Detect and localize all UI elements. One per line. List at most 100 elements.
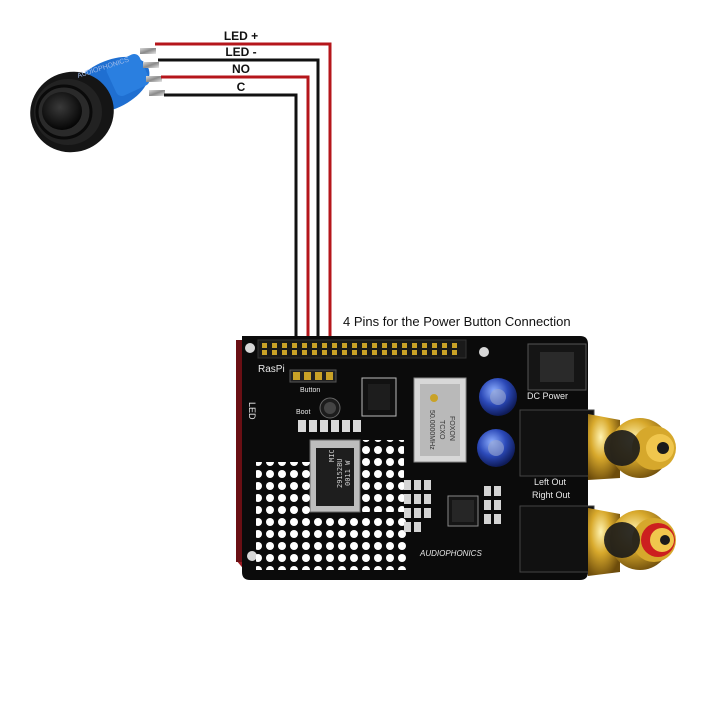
- gpio-pin: [292, 343, 297, 348]
- gpio-pin: [372, 343, 377, 348]
- silk-raspi: RasPi: [258, 364, 285, 375]
- gpio-pin: [422, 343, 427, 348]
- perforated-area-mid: [360, 440, 404, 512]
- smd-component: [424, 508, 431, 518]
- gpio-pin: [432, 350, 437, 355]
- perforated-area-left: [256, 462, 310, 570]
- gpio-pin: [302, 343, 307, 348]
- silk-right-out: Right Out: [532, 490, 571, 500]
- gpio-pin: [302, 350, 307, 355]
- smd-component: [404, 494, 411, 504]
- smd-cluster: [404, 480, 501, 532]
- wire-group: [155, 42, 332, 372]
- silk-left-out: Left Out: [534, 477, 567, 487]
- gpio-pins: [262, 343, 457, 355]
- gpio-pin: [402, 343, 407, 348]
- terminal-tab-3: [146, 76, 162, 82]
- gpio-pin: [452, 343, 457, 348]
- smd-component: [404, 522, 411, 532]
- button-pin-header: [289, 369, 337, 383]
- smd-component: [404, 480, 411, 490]
- mount-hole-bl: [247, 551, 257, 561]
- smd-resistor: [309, 420, 317, 432]
- gpio-pin: [412, 350, 417, 355]
- gpio-pin: [332, 343, 337, 348]
- wire-label-c: C: [237, 80, 246, 94]
- wire-label-no: NO: [232, 62, 250, 76]
- gpio-pin: [312, 343, 317, 348]
- gpio-pin: [392, 343, 397, 348]
- smd-component: [494, 486, 501, 496]
- silk-button: Button: [300, 387, 320, 394]
- reg-text-1: MIC: [328, 449, 336, 462]
- silk-led: LED: [247, 402, 257, 420]
- pins-caption: 4 Pins for the Power Button Connection: [343, 314, 571, 329]
- gpio-pin: [272, 350, 277, 355]
- osc-text-2: 50.0000MHz: [428, 410, 435, 450]
- gpio-pin: [412, 343, 417, 348]
- smd-resistor: [353, 420, 361, 432]
- smd-component: [484, 514, 491, 524]
- smd-resistor: [298, 420, 306, 432]
- smd-component: [424, 480, 431, 490]
- terminal-tab-2: [143, 62, 159, 68]
- smd-component: [484, 500, 491, 510]
- terminal-tab-1: [140, 48, 156, 54]
- gpio-pin: [452, 350, 457, 355]
- gpio-pin: [342, 350, 347, 355]
- gpio-pin: [422, 350, 427, 355]
- smd-component: [414, 494, 421, 504]
- gpio-pin: [262, 343, 267, 348]
- gpio-pin: [432, 343, 437, 348]
- smd-component: [484, 486, 491, 496]
- smd-resistors: [298, 420, 361, 432]
- gpio-pin: [362, 350, 367, 355]
- terminal-tab-4: [149, 90, 165, 96]
- gpio-pin: [352, 343, 357, 348]
- reg-text-2: 29152BU: [336, 458, 344, 488]
- smd-component: [414, 508, 421, 518]
- smd-resistor: [320, 420, 328, 432]
- gpio-pin: [442, 343, 447, 348]
- gpio-pin: [382, 343, 387, 348]
- smd-component: [404, 508, 411, 518]
- wire-c: [164, 93, 298, 372]
- perforated-area-bottom: [310, 514, 406, 570]
- wire-led-minus: [158, 58, 320, 372]
- smd-component: [424, 494, 431, 504]
- smd-resistor: [342, 420, 350, 432]
- mount-hole-tr: [479, 347, 489, 357]
- wire-no: [161, 75, 310, 372]
- gpio-pin: [282, 350, 287, 355]
- gpio-pin: [322, 350, 327, 355]
- gpio-pin: [402, 350, 407, 355]
- mount-hole-tl: [245, 343, 255, 353]
- gpio-pin: [342, 343, 347, 348]
- osc-text-1: TCXO: [438, 420, 445, 440]
- smd-component: [494, 500, 501, 510]
- gpio-pin: [372, 350, 377, 355]
- gpio-pin: [282, 343, 287, 348]
- smd-component: [494, 514, 501, 524]
- gpio-pin: [272, 343, 277, 348]
- silk-boot: Boot: [296, 409, 310, 416]
- gpio-pin: [362, 343, 367, 348]
- gpio-pin: [392, 350, 397, 355]
- gpio-pin: [292, 350, 297, 355]
- silk-dc-power: DC Power: [527, 391, 568, 401]
- gpio-header: [257, 339, 467, 359]
- wire-label-led-minus: LED -: [225, 45, 256, 59]
- gpio-pin: [262, 350, 267, 355]
- gpio-pin: [382, 350, 387, 355]
- gpio-pin: [352, 350, 357, 355]
- rca-jack-right: [519, 505, 676, 576]
- wire-led-plus: [155, 42, 332, 372]
- smd-resistor: [331, 420, 339, 432]
- power-button-switch: AUDIOPHONICS: [30, 48, 165, 153]
- board-brand: AUDIOPHONICS: [419, 549, 482, 558]
- gpio-pin: [322, 343, 327, 348]
- wire-label-led-plus: LED +: [224, 29, 258, 43]
- rca-jack-left: [519, 409, 676, 480]
- gpio-pin: [442, 350, 447, 355]
- gpio-pin: [312, 350, 317, 355]
